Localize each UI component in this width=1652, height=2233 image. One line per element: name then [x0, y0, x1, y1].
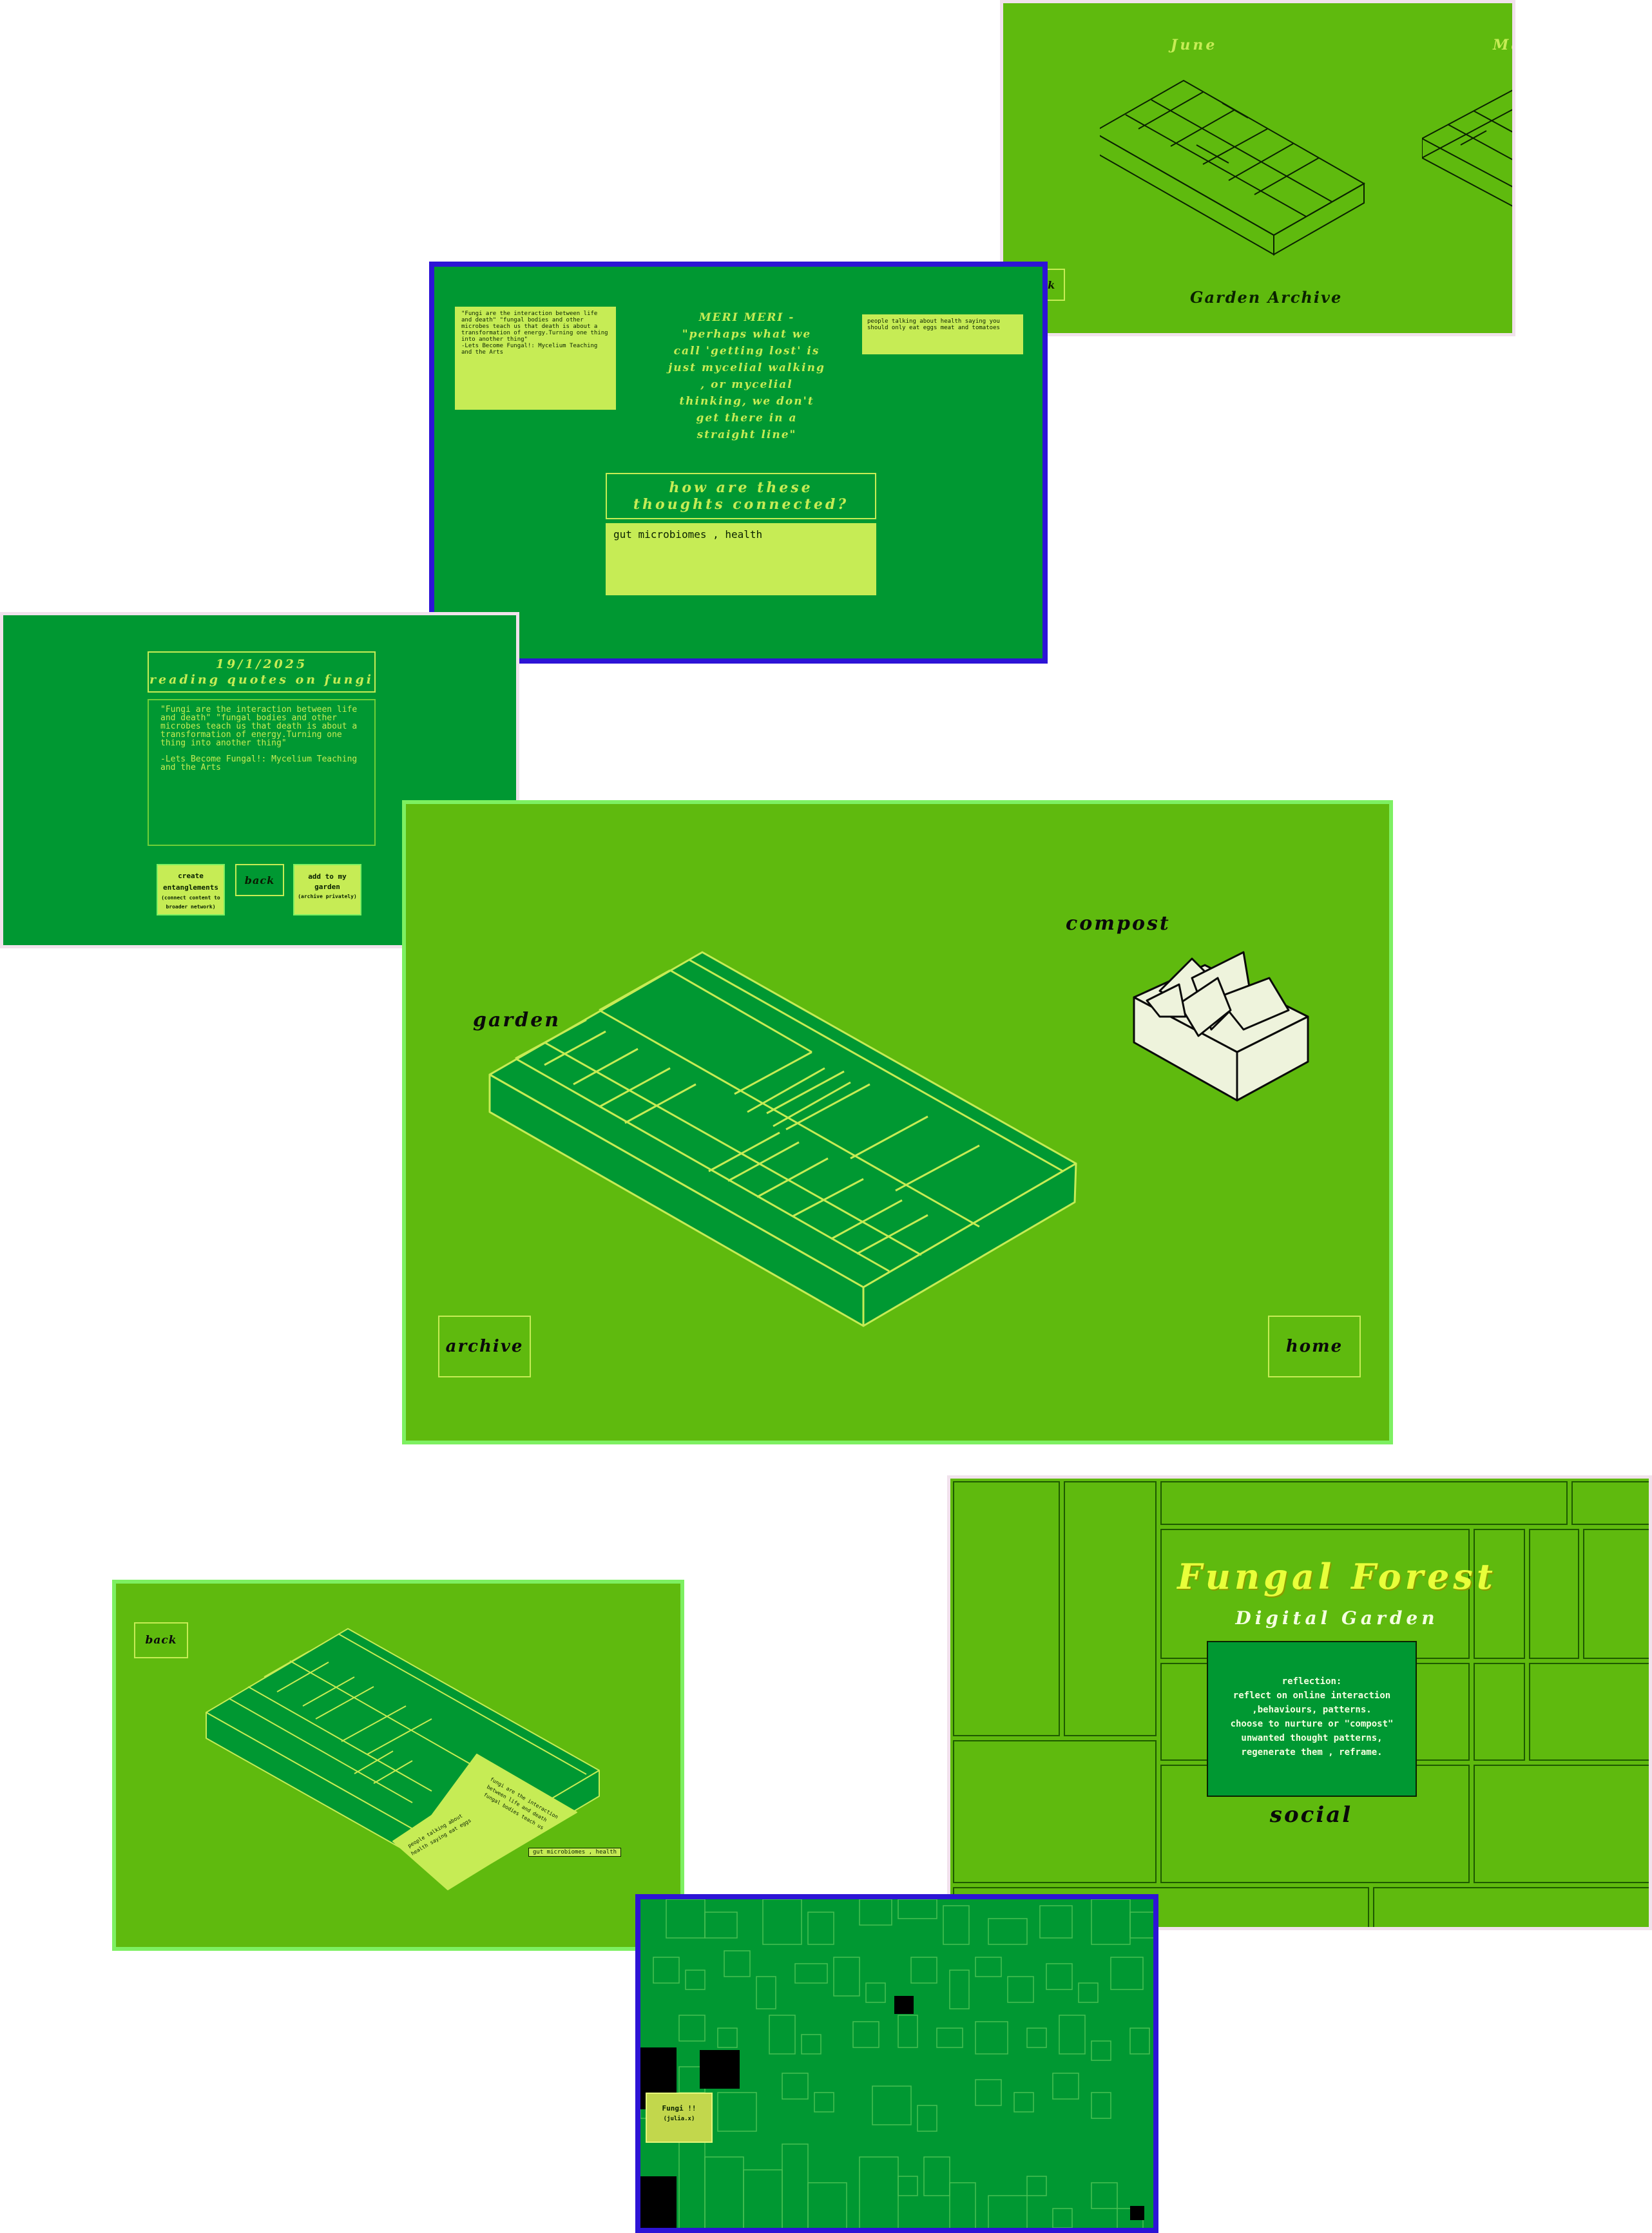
- create-entanglements-button[interactable]: create entanglements (connect content to…: [157, 864, 225, 915]
- reading-date: 19/1/2025: [215, 657, 308, 671]
- home-subtitle: Digital Garden: [1235, 1607, 1439, 1629]
- create-entanglements-title: create entanglements: [162, 872, 219, 892]
- reading-quote-source: -Lets Become Fungal!: Mycelium Teaching …: [160, 754, 358, 772]
- archive-title: Garden Archive: [1190, 288, 1343, 307]
- month-label-next: Ma: [1493, 37, 1512, 53]
- network-node-title: Fungi !!: [662, 2104, 696, 2113]
- network-panel: Fungi !! (julia.x): [635, 1894, 1158, 2233]
- tagged-back-button[interactable]: back: [134, 1622, 188, 1658]
- social-link[interactable]: social: [1269, 1802, 1353, 1828]
- network-node-card[interactable]: Fungi !! (julia.x): [646, 2093, 713, 2143]
- note-card-left[interactable]: "Fungi are the interaction between life …: [455, 307, 616, 410]
- answer-input[interactable]: gut microbiomes , health: [606, 523, 876, 595]
- archive-button[interactable]: archive: [438, 1316, 531, 1377]
- add-to-garden-button[interactable]: add to my garden (archive privately): [293, 864, 361, 915]
- reading-panel: 19/1/2025 reading quotes on fungi "Fungi…: [0, 612, 519, 948]
- question-heading: how are these thoughts connected?: [606, 473, 876, 519]
- reading-heading: 19/1/2025 reading quotes on fungi: [148, 651, 376, 693]
- archive-garden-bed-next[interactable]: [1422, 74, 1515, 235]
- network-node-sub: (julia.x): [663, 2116, 695, 2122]
- compost-box-illustration[interactable]: [1121, 939, 1321, 1107]
- home-title: Fungal Forest: [1177, 1556, 1497, 1597]
- reading-topic: reading quotes on fungi: [149, 673, 374, 687]
- reflection-card[interactable]: reflection: reflect on online interactio…: [1207, 1641, 1417, 1797]
- prompt-panel: "Fungi are the interaction between life …: [429, 262, 1048, 664]
- reading-quote-body: "Fungi are the interaction between life …: [160, 705, 358, 748]
- tag-chip[interactable]: gut microbiomes , health: [528, 1848, 622, 1857]
- tagged-garden-panel: back fungi are the interaction between l…: [112, 1580, 684, 1951]
- compost-label[interactable]: compost: [1066, 912, 1171, 935]
- archive-garden-bed-june[interactable]: [1100, 74, 1370, 280]
- create-entanglements-sub: (connect content to broader network): [161, 895, 220, 910]
- home-button[interactable]: home: [1268, 1316, 1361, 1377]
- garden-label[interactable]: garden: [473, 1009, 561, 1031]
- archive-panel: June Ma back Garden Archive: [1000, 0, 1515, 336]
- add-to-garden-title: add to my garden: [308, 872, 347, 891]
- reading-quote-box: "Fungi are the interaction between life …: [148, 699, 376, 846]
- garden-bed-illustration[interactable]: [477, 946, 1089, 1371]
- reading-back-button[interactable]: back: [235, 864, 284, 896]
- garden-panel: garden compost: [402, 800, 1393, 1444]
- featured-quote: MERI MERI - "perhaps what we call 'getti…: [668, 311, 825, 441]
- month-label-june: June: [1171, 37, 1218, 53]
- home-panel: Fungal Forest Digital Garden reflection:…: [947, 1475, 1652, 1930]
- tagged-garden-bed-illustration[interactable]: fungi are the interaction between life a…: [200, 1622, 606, 1919]
- note-card-right[interactable]: people talking about health saying you s…: [862, 314, 1023, 354]
- add-to-garden-sub: (archive privately): [298, 894, 357, 899]
- network-grid: [640, 1899, 1153, 2228]
